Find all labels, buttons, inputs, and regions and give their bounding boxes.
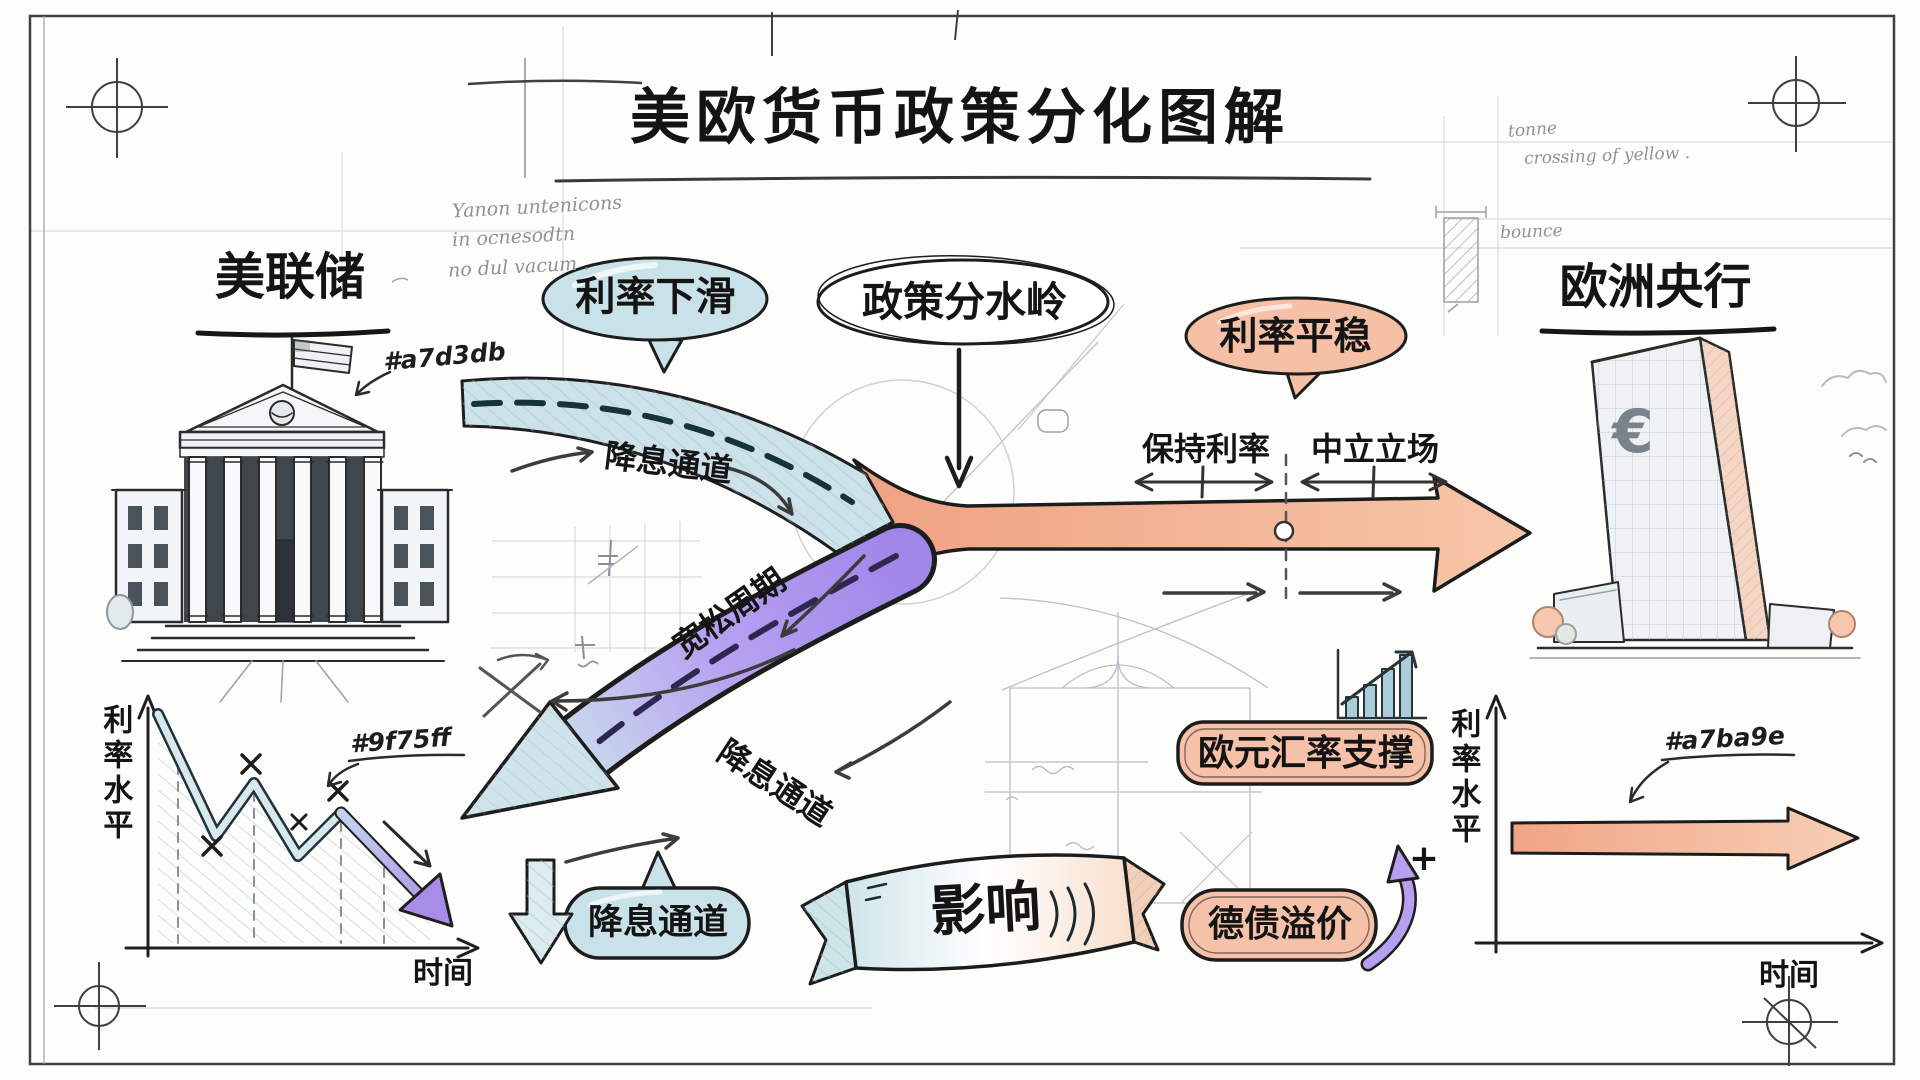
rate-decline-bubble-label: 利率下滑 — [575, 274, 736, 320]
hatched-detail-sketch — [1435, 206, 1487, 313]
impact-banner-label: 影响 — [928, 874, 1043, 944]
impact-banner-panel — [844, 853, 1136, 972]
euro-currency-sign: € — [1612, 397, 1654, 467]
fed-rate-chart — [124, 694, 480, 959]
bund-premium-label: 德债溢价 — [1207, 903, 1352, 945]
ecb-building-sketch — [1529, 336, 1887, 659]
sketch-crosses — [391, 9, 959, 668]
keep-rate-label: 保持利率 — [1141, 430, 1270, 468]
euro-support-box — [1176, 720, 1434, 786]
ecb-chart-y-label: 利率水平 — [1445, 708, 1481, 848]
page-title: 美欧货币政策分化图解 — [630, 83, 1290, 153]
rate-stable-bubble-label: 利率平稳 — [1219, 314, 1372, 358]
ecb-rate-chart — [1474, 694, 1884, 954]
ecb-chart-x-label: 时间 — [1759, 958, 1819, 993]
fed-chart-y-label: 利率水平 — [97, 704, 133, 844]
fed-building-sketch — [106, 334, 453, 703]
sound-waves-icon — [1049, 882, 1095, 946]
speech-bubbles — [541, 254, 1408, 400]
bund-up-arrow — [1363, 869, 1415, 969]
policy-divider-label: 政策分水岭 — [862, 278, 1067, 326]
handwritten-note: tonne — [1507, 118, 1558, 142]
outcome-elements — [508, 648, 1434, 986]
fed-chart-x-label: 时间 — [413, 956, 473, 991]
rate-cut-bubble-label: 降息通道 — [587, 903, 728, 944]
euro-support-label: 欧元汇率支撑 — [1197, 732, 1414, 774]
ecb-label: 欧洲央行 — [1559, 259, 1752, 315]
fed-label: 美联储 — [215, 248, 365, 306]
handwritten-note: bounce — [1499, 220, 1563, 244]
bund-premium-box — [1180, 888, 1378, 962]
architectural-sketch — [985, 589, 1269, 905]
page-frame — [28, 14, 1896, 1066]
neutral-stance-label: 中立立场 — [1310, 430, 1439, 468]
fed-purple-arrow — [551, 528, 932, 780]
rising-bars-icon — [1336, 648, 1428, 720]
plus-sign: + — [1408, 838, 1440, 879]
rate-stable-bubble — [1184, 296, 1408, 376]
policy-flow-arrows — [354, 347, 1532, 864]
label-underlines — [195, 175, 1777, 338]
